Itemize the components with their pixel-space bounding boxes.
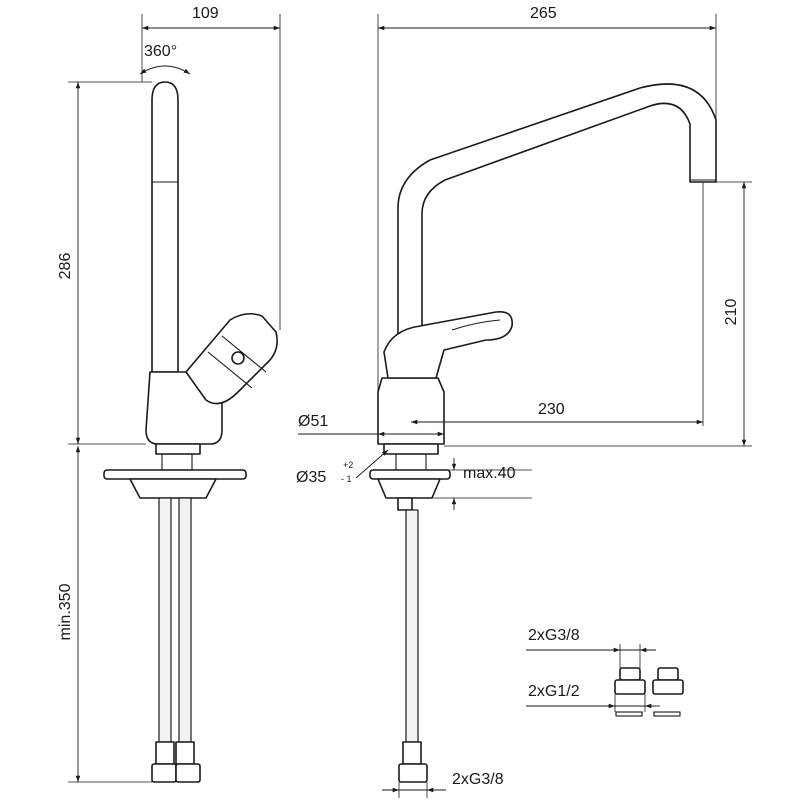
dim-g12-label: 2xG1/2 [528, 683, 580, 700]
adapter-2-washer [653, 711, 681, 717]
dim-230-label: 230 [538, 401, 565, 418]
dim-265-label: 265 [530, 5, 557, 22]
front-spout [397, 83, 717, 369]
rotation-arrow [139, 65, 191, 75]
rotation-label: 360° [144, 43, 177, 60]
front-lock-nut [397, 497, 413, 511]
side-hose-ferrule-1 [155, 741, 175, 765]
front-lever [383, 310, 513, 379]
dim-286-label: 286 [57, 253, 74, 280]
dim-d35-leader [355, 449, 389, 479]
side-hose-1 [158, 497, 172, 743]
dim-d35-label: Ø35 [296, 469, 326, 486]
dim-d51-label: Ø51 [298, 413, 328, 430]
dim-350-label: min.350 [57, 583, 74, 640]
adapter-2-top [657, 667, 679, 681]
side-lever-detail [207, 335, 267, 389]
dim-max40-label: max.40 [463, 465, 516, 482]
side-threaded-stud [161, 453, 193, 471]
adapter-1-washer [615, 711, 643, 717]
dim-210-label: 210 [723, 299, 740, 326]
front-hose-nut [398, 763, 428, 783]
front-view: 265 210 230 Ø51 Ø35 +2 - 1 max.40 2xG3/8 [296, 5, 752, 798]
front-lever-highlight [451, 319, 501, 331]
dim-g38-bottom-label: 2xG3/8 [452, 771, 504, 788]
dim-d35-tol-plus: +2 [343, 460, 353, 470]
side-view: 360° 109 286 min.350 [57, 5, 281, 783]
side-hose-nut-1 [151, 763, 177, 783]
front-mount-bracket [377, 478, 441, 499]
side-base-ring [155, 443, 201, 455]
front-threaded-stud [395, 453, 427, 471]
front-base-ring [383, 443, 439, 455]
adapter-1-body [614, 679, 646, 695]
side-lever-knob [231, 351, 245, 365]
dim-g38-top-label: 2xG3/8 [528, 627, 580, 644]
adapter-detail: 2xG3/8 2xG1/2 [526, 627, 684, 717]
side-hose-ferrule-2 [175, 741, 195, 765]
dim-d35-tol-minus: - 1 [341, 474, 352, 484]
side-mount-bracket [129, 478, 217, 499]
front-hose [405, 509, 419, 743]
front-mount-plate [369, 469, 451, 480]
side-hose-nut-2 [175, 763, 201, 783]
front-hose-ferrule [402, 741, 422, 765]
adapter-2-body [652, 679, 684, 695]
side-spout [151, 81, 179, 373]
side-hose-2 [178, 497, 192, 743]
dim-109-label: 109 [192, 5, 219, 22]
adapter-1-top [619, 667, 641, 681]
side-mount-plate [103, 469, 247, 480]
